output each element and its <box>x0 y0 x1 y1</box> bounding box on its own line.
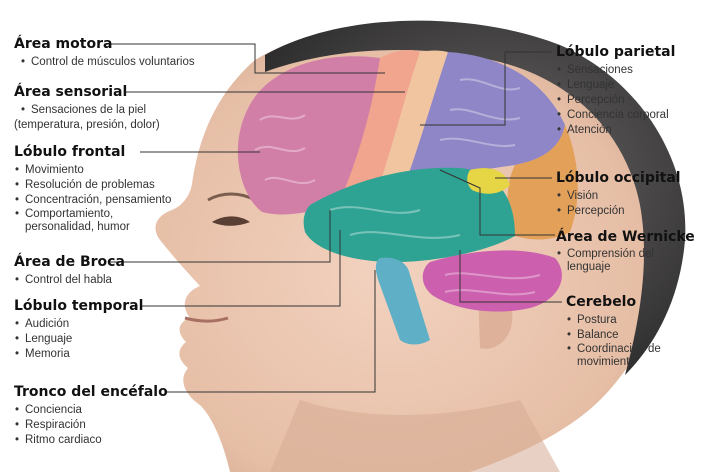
label-item: Resolución de problemas <box>14 178 171 193</box>
label-item: Memoria <box>14 347 143 362</box>
label-item: Comprensión del <box>556 248 695 261</box>
label-item: Concentración, pensamiento <box>14 193 171 208</box>
label-item: Audición <box>14 317 143 332</box>
label-lobulo-temporal: Lóbulo temporal Audición Lenguaje Memori… <box>14 298 143 362</box>
label-item: Respiración <box>14 418 168 433</box>
label-title: Área sensorial <box>14 84 160 101</box>
label-lobulo-parietal: Lóbulo parietal Sensaciones Lenguaje Per… <box>556 44 675 138</box>
label-item: lenguaje <box>556 261 695 274</box>
label-item: Lenguaje <box>14 332 143 347</box>
label-title: Tronco del encéfalo <box>14 384 168 401</box>
label-item: Postura <box>566 313 661 328</box>
label-item: movimiento <box>566 356 661 369</box>
label-item: Coordinación de <box>566 343 661 356</box>
label-item: (temperatura, presión, dolor) <box>14 118 160 133</box>
label-item: Balance <box>566 328 661 343</box>
label-tronco-encefalo: Tronco del encéfalo Conciencia Respiraci… <box>14 384 168 448</box>
label-title: Área motora <box>14 36 189 53</box>
label-item: Comportamiento, <box>14 208 171 221</box>
label-title: Lóbulo temporal <box>14 298 143 315</box>
label-title: Área de Wernicke <box>556 229 695 246</box>
label-item: Control de músculos voluntarios <box>20 55 195 70</box>
label-item: Movimiento <box>14 163 171 178</box>
label-item: Percepción <box>556 93 675 108</box>
label-item: Sensaciones de la piel <box>20 103 166 118</box>
label-item: Control del habla <box>14 273 125 288</box>
label-item: Conciencia <box>14 403 168 418</box>
label-area-wernicke: Área de Wernicke Comprensión del lenguaj… <box>556 229 695 274</box>
label-area-motora: Área motora Control de músculos voluntar… <box>14 36 189 70</box>
label-title: Cerebelo <box>566 294 661 311</box>
label-item: Visión <box>556 189 681 204</box>
label-title: Lóbulo occipital <box>556 170 681 187</box>
label-title: Lóbulo frontal <box>14 144 171 161</box>
label-title: Área de Broca <box>14 254 125 271</box>
label-title: Lóbulo parietal <box>556 44 675 61</box>
label-item: personalidad, humor <box>14 221 171 234</box>
label-area-broca: Área de Broca Control del habla <box>14 254 125 288</box>
label-item: Percepción <box>556 204 681 219</box>
label-item: Sensaciones <box>556 63 675 78</box>
label-item: Lenguaje <box>556 78 675 93</box>
label-area-sensorial: Área sensorial Sensaciones de la piel (t… <box>14 84 160 133</box>
label-lobulo-occipital: Lóbulo occipital Visión Percepción <box>556 170 681 219</box>
label-item: Ritmo cardiaco <box>14 433 168 448</box>
label-lobulo-frontal: Lóbulo frontal Movimiento Resolución de … <box>14 144 171 234</box>
label-item: Atención <box>556 123 675 138</box>
label-item: Conciencia corporal <box>556 108 675 123</box>
label-cerebelo: Cerebelo Postura Balance Coordinación de… <box>566 294 661 369</box>
